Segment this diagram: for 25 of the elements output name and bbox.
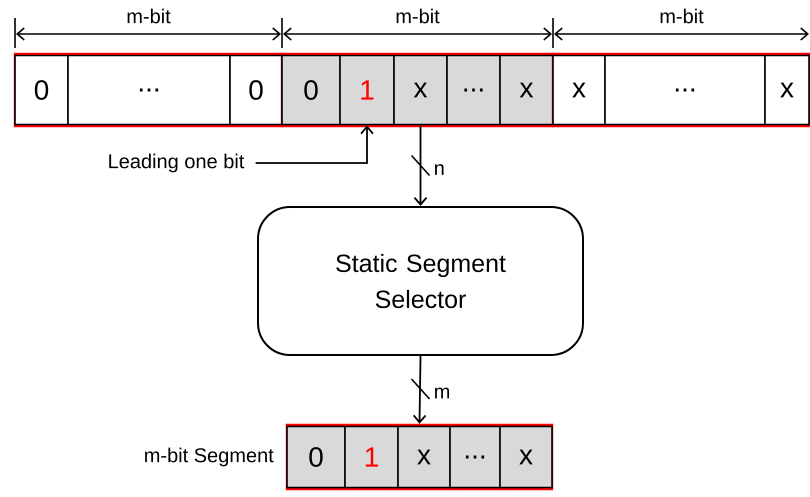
arrow [412,356,426,424]
bit-cell: x [499,426,553,488]
dimension-label: m-bit [128,8,171,24]
bit-cell: 0 [281,54,341,126]
dimension-label: m-bit [660,8,704,24]
process-box: Static Segment Selector [257,206,584,356]
annotation-text: Leading one bit [109,154,244,172]
leader-line [256,125,374,164]
bit-cell: ... [449,426,501,488]
bit-cell: 0 [286,426,346,488]
arrow [414,125,428,206]
bit-cell: x [499,54,554,126]
edge-label: m [435,388,450,398]
edge-label: n [435,164,444,175]
bit-cell: x [393,54,448,126]
bit-cell: 1 [344,426,399,488]
bit-cell: 0 [14,54,69,126]
dimension-label: m-bit [396,8,440,24]
bit-cell: x [552,54,606,126]
bit-cell: x [397,426,451,488]
bit-cell: 1 [339,54,395,126]
bit-cell: x [764,54,810,126]
segment-label: m-bit Segment [145,448,274,466]
bit-cell: ... [446,54,501,126]
bit-cell: 0 [229,54,283,126]
